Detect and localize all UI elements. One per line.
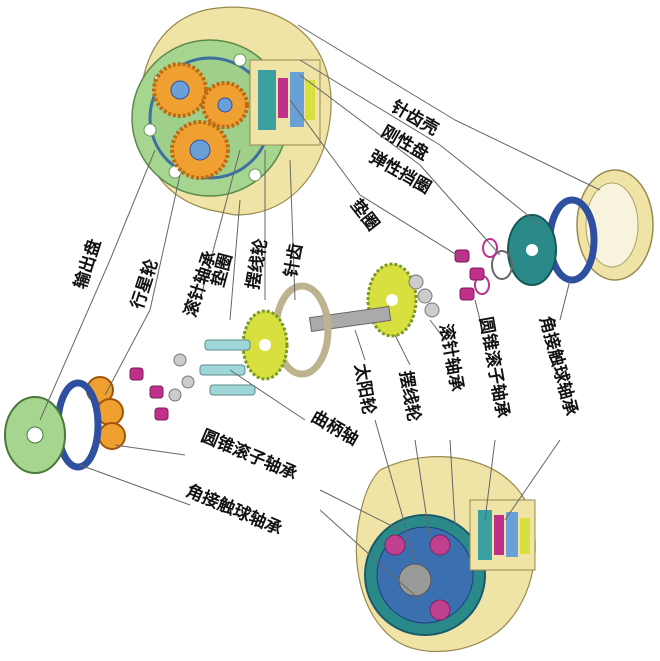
needle-bearings-right bbox=[408, 274, 440, 318]
bottom-sun-gear bbox=[398, 563, 432, 597]
retaining-ring-part bbox=[491, 250, 513, 280]
top-planet-gears bbox=[152, 62, 249, 180]
middle-parts bbox=[4, 249, 485, 474]
tapered-bearings-right bbox=[454, 249, 485, 301]
label-crankshaft: 曲柄轴 bbox=[308, 406, 363, 450]
label-needle-bearing-right: 滚针轴承 bbox=[435, 322, 467, 393]
label-washer: 垫圈 bbox=[346, 195, 383, 235]
crankshafts bbox=[199, 339, 256, 396]
label-angular-bearing-left: 角接触球轴承 bbox=[183, 480, 285, 539]
bottom-assembly bbox=[355, 456, 536, 653]
top-assembly bbox=[131, 6, 332, 216]
leader-lines bbox=[39, 24, 601, 601]
label-pin-gear: 针齿 bbox=[280, 242, 307, 279]
label-tapered-bearing-left: 圆锥滚子轴承 bbox=[198, 425, 300, 484]
label-angular-bearing-right: 角接触球轴承 bbox=[535, 314, 582, 418]
tapered-bearings-left bbox=[129, 367, 169, 421]
planet-gears-left bbox=[86, 376, 126, 450]
needle-bearings-left bbox=[168, 353, 195, 402]
right-parts bbox=[474, 169, 654, 295]
label-tapered-bearing-right: 圆锥滚子轴承 bbox=[475, 315, 513, 419]
label-sun-gear: 太阳轮 bbox=[350, 362, 380, 416]
label-cycloid-gear: 摆线轮 bbox=[242, 237, 272, 291]
label-planet-gear: 行星轮 bbox=[126, 257, 162, 313]
label-cycloid-gear-right: 摆线轮 bbox=[395, 369, 425, 423]
